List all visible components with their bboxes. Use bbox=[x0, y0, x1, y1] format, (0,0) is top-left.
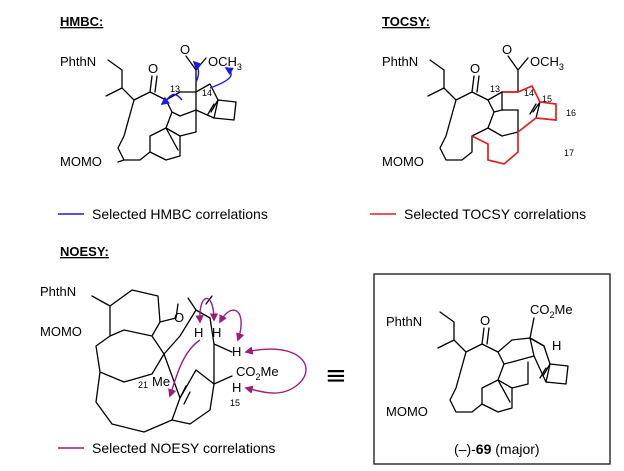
noesy-arrow-2 bbox=[219, 309, 245, 342]
noesy-ketone-label: O bbox=[174, 310, 184, 325]
noesy-structure: PhthN MOMO O H H H H CO2Me Me 21 15 bbox=[40, 284, 279, 433]
noesy-c21-label: 21 bbox=[138, 380, 148, 390]
noesy-mom-label: MOMO bbox=[40, 324, 82, 339]
product-caption: (–)-69 (major) bbox=[454, 441, 540, 457]
hmbc-legend-text: Selected HMBC correlations bbox=[92, 206, 268, 222]
hmbc-arrow-1 bbox=[160, 93, 183, 106]
hmbc-ester-o-label: O bbox=[180, 42, 190, 57]
noesy-h1-label: H bbox=[194, 325, 203, 340]
noesy-h2-label: H bbox=[212, 325, 221, 340]
tocsy-c13-label: 13 bbox=[490, 84, 500, 94]
tocsy-c14-label: 14 bbox=[524, 88, 534, 98]
product-ester-label: CO2Me bbox=[530, 302, 573, 320]
tocsy-c16-label: 16 bbox=[566, 108, 576, 118]
equivalence-symbol: ≡ bbox=[325, 361, 347, 391]
tocsy-legend-text: Selected TOCSY correlations bbox=[404, 206, 586, 222]
tocsy-structure: PhthN MOMO O O OCH3 13 14 15 16 17 bbox=[382, 42, 576, 169]
noesy-panel: NOESY: PhthN MOMO O H H H H CO2Me Me 21 … bbox=[40, 244, 307, 456]
noesy-methyl-label: Me bbox=[152, 374, 170, 389]
product-box: PhthN MOMO O CO2Me H (–)-69 (major) bbox=[373, 273, 611, 465]
tocsy-mom-label: MOMO bbox=[382, 154, 424, 169]
noesy-arrow-3 bbox=[168, 339, 201, 398]
hmbc-arrow-3 bbox=[209, 67, 234, 89]
noesy-legend-text: Selected NOESY correlations bbox=[92, 440, 275, 456]
hmbc-c14-label: 14 bbox=[202, 88, 212, 98]
noesy-amine-label: PhthN bbox=[40, 284, 76, 299]
noesy-arrow-4 bbox=[244, 346, 307, 394]
tocsy-ketone-label: O bbox=[470, 61, 480, 76]
tocsy-c17-label: 17 bbox=[564, 148, 574, 158]
product-ketone-label: O bbox=[480, 313, 490, 328]
hmbc-panel: HMBC: PhthN MOMO O O OCH3 13 14 Selected bbox=[58, 14, 268, 222]
product-mom-label: MOMO bbox=[386, 404, 428, 419]
tocsy-ester-o-label: O bbox=[502, 42, 512, 57]
noesy-h3-label: H bbox=[232, 344, 241, 359]
hmbc-ketone-label: O bbox=[148, 61, 158, 76]
hmbc-structure: PhthN MOMO O O OCH3 13 14 bbox=[60, 42, 242, 169]
tocsy-c15-label: 15 bbox=[542, 94, 552, 104]
noesy-ester-label: CO2Me bbox=[236, 364, 279, 382]
noesy-heading: NOESY: bbox=[60, 244, 109, 259]
hmbc-ester-label: OCH3 bbox=[208, 54, 242, 72]
product-structure: PhthN MOMO O CO2Me H bbox=[386, 302, 573, 419]
noesy-arrow-1 bbox=[195, 297, 219, 324]
hmbc-amine-label: PhthN bbox=[60, 54, 96, 69]
hmbc-c13-label: 13 bbox=[170, 84, 180, 94]
tocsy-amine-label: PhthN bbox=[382, 54, 418, 69]
hmbc-arrow-2 bbox=[192, 60, 202, 83]
tocsy-heading: TOCSY: bbox=[382, 14, 430, 29]
noesy-c15-label: 15 bbox=[230, 398, 240, 408]
noesy-h4-label: H bbox=[232, 380, 241, 395]
product-frame bbox=[373, 273, 611, 465]
tocsy-panel: TOCSY: PhthN MOMO O O OCH3 13 14 15 16 1… bbox=[370, 14, 586, 222]
product-h-label: H bbox=[552, 338, 561, 353]
hmbc-heading: HMBC: bbox=[60, 14, 103, 29]
hmbc-mom-label: MOMO bbox=[60, 154, 102, 169]
product-amine-label: PhthN bbox=[386, 314, 422, 329]
tocsy-ester-label: OCH3 bbox=[530, 54, 564, 72]
